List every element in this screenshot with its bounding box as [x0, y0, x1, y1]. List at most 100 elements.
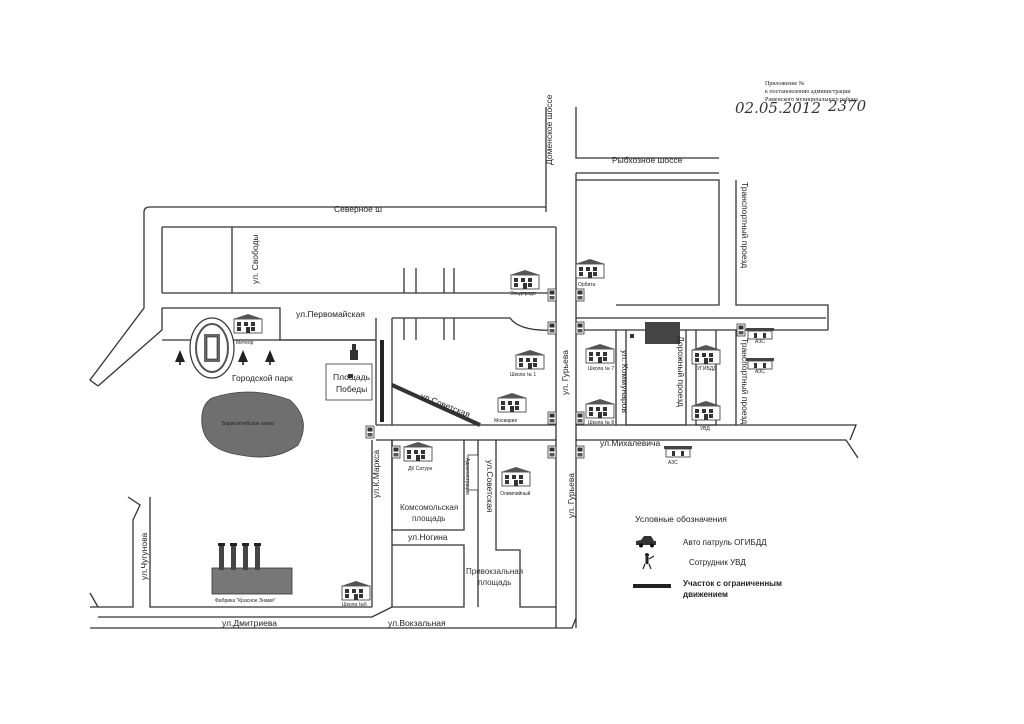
lake-label: Борисоглебское озеро: [222, 421, 274, 427]
car-icon: [636, 536, 656, 548]
mosvarie-label: Мосварие: [494, 418, 517, 424]
meteor-building-icon: [232, 313, 264, 334]
k-marksa-label: ул.К.Маркса: [371, 450, 381, 498]
vokzalnaya-road-top: [98, 606, 393, 618]
vokzalnaya-label: ул.Вокзальная: [388, 618, 446, 628]
school-bottom-building-icon: [340, 580, 372, 601]
header-line-3: Раменского муниципального района: [765, 96, 858, 103]
orbita-label: Орбита: [578, 282, 596, 288]
legend-restricted-1: Участок с ограниченным: [683, 579, 782, 588]
vokzalnaya-road-bottom: [90, 617, 577, 629]
ugibdd-label: УГИБДД: [697, 366, 717, 372]
azs-icon: [663, 445, 693, 458]
dark-block: [645, 322, 680, 344]
chugunova-label: ул.Чугунова: [139, 533, 149, 580]
azs-3-label: АЗС: [668, 460, 678, 466]
left-outer-road: [89, 212, 145, 387]
restricted-legend-swatch: [633, 584, 671, 588]
road-network: [89, 107, 859, 629]
dovenskoe-road-right: [575, 107, 719, 159]
kommunarov-label: ул. Коммунаров: [620, 350, 630, 413]
orbita-building-icon: [574, 258, 606, 279]
dk-saturn-label: ДК Сатурн: [408, 466, 433, 472]
nogina-label: ул.Ногина: [408, 532, 448, 542]
sovetskaya-diagonal: [391, 383, 481, 427]
legend-restricted-2: движением: [683, 590, 728, 599]
transport-proezd-label-2: Транспортный проезд: [740, 338, 750, 424]
mikhalevicha-label: ул.Михалевича: [600, 438, 660, 448]
ploshchad-pobedy-box: [325, 363, 373, 401]
ploshchad-pobedy-label-2: Победы: [336, 384, 367, 394]
tree-icon: [265, 350, 275, 365]
monument-icon: [348, 344, 358, 378]
header-line-1: Приложение №: [765, 81, 805, 87]
camera-icon: [547, 411, 557, 425]
handwritten-number: 2370: [827, 97, 867, 115]
dmitrieva-label: ул.Дмитриева: [222, 618, 277, 628]
transport-road-lower: [735, 330, 857, 441]
azs-1-label: АЗС: [755, 339, 765, 345]
camera-icon: [547, 445, 557, 459]
header-line-2: к постановлению администрации: [765, 89, 851, 95]
elnorado-label: Эльдорадо: [510, 291, 536, 297]
officer-icon: [642, 553, 655, 570]
school-7-label: Школа № 7: [588, 366, 614, 372]
school-1-building-icon: [514, 349, 546, 370]
olimpiyny-building-icon: [500, 466, 532, 487]
handwritten-date: 02.05.2012: [735, 99, 821, 117]
legend: Условные обозначения Авто патруль ОГИБДД…: [633, 514, 782, 599]
stadium: [189, 317, 235, 379]
mosvarie-building-icon: [496, 392, 528, 413]
legend-officer: Сотрудник УВД: [689, 558, 746, 567]
tree-icon: [238, 350, 248, 365]
meteor-label: Метеор: [236, 340, 254, 346]
azs-2-label: АЗС: [755, 369, 765, 375]
legend-title: Условные обозначения: [635, 514, 727, 524]
small-marker: [630, 334, 634, 338]
dk-saturn-building-icon: [402, 441, 434, 462]
rybkhoznoe-shosse-label: Рыбхозное шоссе: [612, 155, 683, 165]
dovenskoe-shosse-label: Доменское шоссе: [544, 94, 554, 165]
svobody-label: ул. Свободы: [250, 234, 260, 284]
school-7-building-icon: [584, 343, 616, 364]
uvd-label: УВД: [700, 426, 710, 432]
tree-icon: [175, 350, 185, 365]
left-south-road: [149, 497, 372, 608]
park-west-road: [97, 308, 163, 387]
small-lanes-top: [403, 268, 455, 293]
transport-road-top: [735, 180, 829, 330]
transport-proezd-label-1: Транспортный проезд: [740, 182, 750, 268]
camera-icon: [575, 321, 585, 335]
mikhalevicha-bottom: [376, 439, 859, 459]
gurieva-label-1: ул. Гурьева: [560, 350, 570, 395]
pervomayskaya-label: ул.Первомайская: [296, 309, 365, 319]
komsomolskaya-label-2: площадь: [412, 514, 445, 523]
lake: [201, 391, 304, 458]
school-bottom-label: Школа №6: [342, 602, 367, 608]
komsomolskaya-label-1: Комсомольская: [400, 503, 458, 512]
school-1-label: Школа № 1: [510, 372, 536, 378]
privokzalnaya-label-1: Привокзальная: [466, 567, 523, 576]
olimpiyny-label: Олимпийный: [500, 490, 531, 497]
restricted-segment: [380, 340, 384, 422]
camera-icon: [736, 323, 746, 337]
school-8-building-icon: [584, 398, 616, 419]
severnoe-road-top: [143, 206, 546, 213]
camera-icon: [547, 288, 557, 302]
administration-label: Администрация: [464, 458, 470, 495]
legend-auto-patrol: Авто патруль ОГИБДД: [683, 538, 767, 547]
gurieva-label-2: ул. Гурьева: [566, 473, 576, 518]
camera-icon: [547, 321, 557, 335]
factory: [211, 543, 293, 595]
camera-icon: [575, 288, 585, 302]
severnoe-shosse-label: Северное ш: [334, 204, 382, 214]
camera-icon: [575, 445, 585, 459]
factory-label: Фабрика "Красное Знамя": [215, 598, 276, 604]
top-right-block: [576, 179, 720, 306]
document-header: Приложение № к постановлению администрац…: [735, 81, 867, 117]
elnorado-building-icon: [509, 269, 541, 290]
camera-icon: [575, 411, 585, 425]
gorodskoy-park-label: Городской парк: [232, 373, 293, 383]
dmitrieva-road-top: [89, 592, 99, 608]
